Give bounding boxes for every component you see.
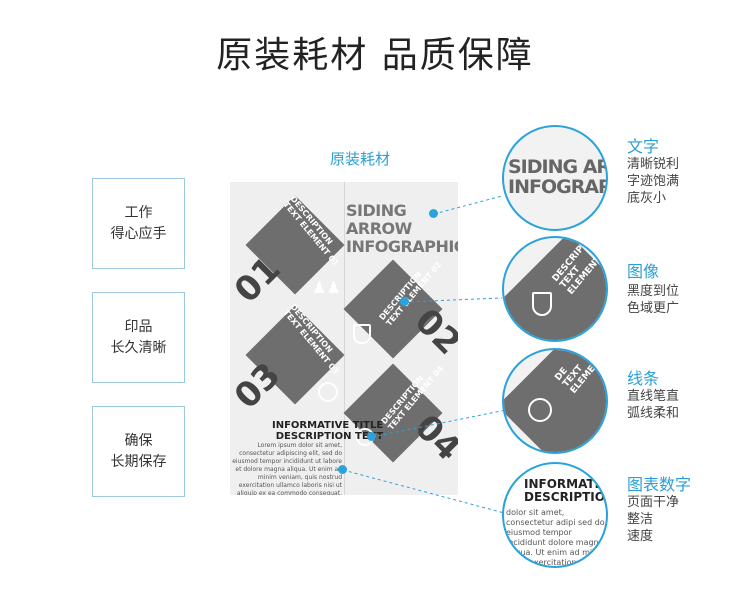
side-desc-line: 弧线柔和 bbox=[627, 406, 680, 421]
side-desc-image: 黑度到位 色域更广 bbox=[627, 283, 727, 317]
feature-line: 确保 bbox=[124, 432, 153, 449]
zoom-heading-line2: INFOGRAPHIC bbox=[508, 176, 608, 198]
side-title-text: 文字 bbox=[627, 137, 660, 156]
shield-icon bbox=[353, 324, 371, 344]
feature-box-preserve: 确保长期保存 bbox=[92, 406, 185, 497]
poster-heading-line1: SIDING ARROW bbox=[346, 201, 412, 238]
zoom-circle-chart: INFORMATIVE TITLE DESCRIPTION TEXT dolor… bbox=[502, 462, 608, 568]
shield-icon bbox=[532, 292, 552, 316]
lorem-text: Lorem ipsum dolor sit amet, consectetur … bbox=[232, 442, 342, 495]
feature-box-work: 工作得心应手 bbox=[92, 178, 185, 269]
zoom-heading-line1: SIDING ARROW bbox=[508, 156, 608, 178]
side-desc-line: 底灰小 bbox=[627, 191, 667, 206]
info-title-line2: DESCRIPTION TEXT bbox=[275, 431, 384, 442]
feature-line: 印品 bbox=[124, 318, 153, 335]
poster-heading-line2: INFOGRAPHIC bbox=[346, 237, 458, 256]
people-icon: ♟♟ bbox=[312, 278, 341, 297]
page-title: 原装耗材 品质保障 bbox=[216, 35, 534, 76]
zoom-heading: SIDING ARROW INFOGRAPHIC bbox=[508, 156, 608, 198]
callout-dot bbox=[400, 297, 409, 306]
poster-heading: SIDING ARROW INFOGRAPHIC bbox=[346, 202, 458, 256]
side-desc-line: 清晰锐利 bbox=[627, 157, 680, 172]
feature-box-print: 印品长久清晰 bbox=[92, 292, 185, 383]
side-desc-line: 黑度到位 bbox=[627, 284, 680, 299]
sample-print-poster: SIDING ARROW INFOGRAPHIC DESCRIPTION TEX… bbox=[230, 182, 458, 495]
side-desc-line: 整洁 bbox=[627, 512, 654, 527]
side-desc-lines: 直线笔直 弧线柔和 bbox=[627, 388, 727, 422]
callout-dot bbox=[338, 465, 347, 474]
side-desc-text: 清晰锐利 字迹饱满 底灰小 bbox=[627, 156, 727, 207]
zoom-lorem: dolor sit amet, consectetur adipi sed do… bbox=[506, 508, 605, 567]
side-title-chart: 图表数字 bbox=[627, 475, 692, 494]
zoom-info-line1: INFORMATIVE TITLE bbox=[524, 477, 608, 491]
callout-dot bbox=[429, 209, 438, 218]
zoom-info-title: INFORMATIVE TITLE DESCRIPTION TEXT bbox=[524, 477, 608, 504]
info-title-line1: INFORMATIVE TITLE bbox=[272, 420, 384, 431]
zoom-circle-text: SIDING ARROW INFOGRAPHIC bbox=[502, 125, 608, 231]
side-desc-line: 色域更广 bbox=[627, 301, 680, 316]
feature-line: 长久清晰 bbox=[110, 339, 167, 356]
zoom-circle-lines: DE TEXT ELEMENT bbox=[502, 348, 608, 454]
zoom-circle-image: DESCRIPTION TEXT ELEMENT bbox=[502, 236, 608, 342]
side-title-image: 图像 bbox=[627, 262, 660, 281]
info-title: INFORMATIVE TITLE DESCRIPTION TEXT bbox=[272, 420, 383, 442]
side-desc-line: 页面干净 bbox=[627, 495, 680, 510]
poster-caption: 原装耗材 bbox=[329, 150, 390, 168]
clock-icon bbox=[528, 398, 552, 422]
side-title-lines: 线条 bbox=[627, 369, 660, 388]
side-desc-line: 速度 bbox=[627, 529, 654, 544]
zoom-info-line2: DESCRIPTION TEXT bbox=[524, 490, 608, 504]
feature-line: 长期保存 bbox=[110, 453, 167, 470]
side-desc-chart: 页面干净 整洁 速度 bbox=[627, 494, 727, 545]
feature-line: 得心应手 bbox=[110, 225, 167, 242]
side-desc-line: 直线笔直 bbox=[627, 389, 680, 404]
callout-dot bbox=[367, 432, 376, 441]
target-icon bbox=[318, 382, 338, 402]
side-desc-line: 字迹饱满 bbox=[627, 174, 680, 189]
feature-line: 工作 bbox=[124, 204, 153, 221]
